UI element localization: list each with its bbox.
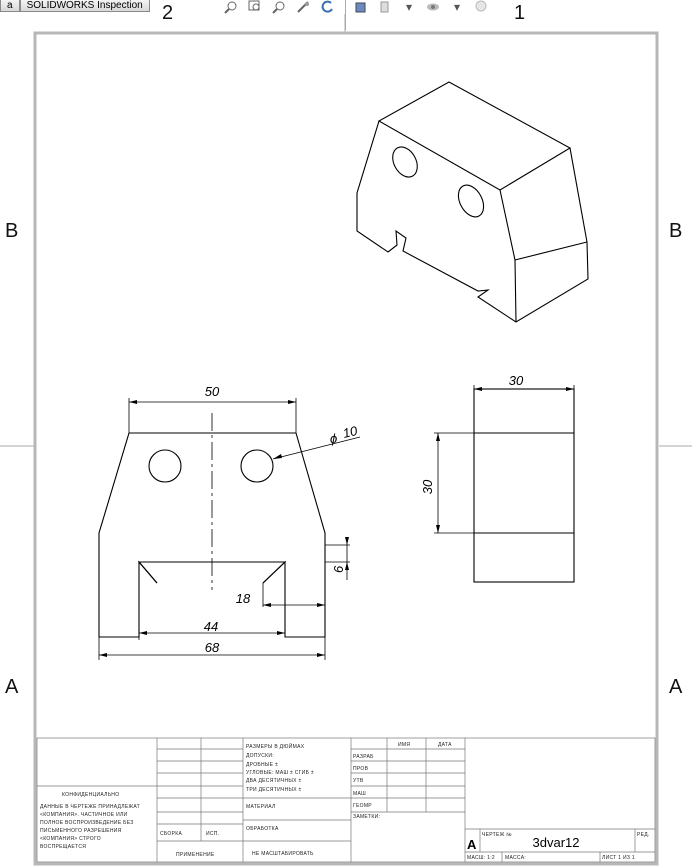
dim-side-width: 30 bbox=[509, 373, 524, 388]
heads-up-toolbar bbox=[222, 0, 336, 14]
zoom-fit-icon[interactable] bbox=[222, 0, 240, 14]
confidential-line-1: <КОМПАНИЯ>. ЧАСТИЧНОЕ ИЛИ bbox=[40, 812, 128, 818]
role-0: РАЗРАБ bbox=[353, 754, 374, 760]
title-block bbox=[36, 737, 656, 863]
rev-label: РЕД. bbox=[637, 832, 650, 838]
used-on-label: ИСП. bbox=[206, 831, 219, 837]
pan-icon[interactable] bbox=[294, 0, 312, 14]
confidential-line-2: ПОЛНОЕ ВОСПРОИЗВЕДЕНИЕ БЕЗ bbox=[40, 820, 134, 826]
confidential-line-0: ДАННЫЕ В ЧЕРТЕЖЕ ПРИНАДЛЕЖАТ bbox=[40, 804, 140, 810]
appearance-icon[interactable] bbox=[472, 0, 490, 14]
hide-show-icon[interactable] bbox=[424, 0, 442, 14]
role-3: МАШ bbox=[353, 791, 366, 797]
drawing-number: 3dvar12 bbox=[533, 835, 580, 850]
dimension-texts: 50 ϕ 10 6 18 44 68 30 30 bbox=[204, 373, 524, 655]
chevron-down-icon[interactable]: ▾ bbox=[405, 0, 413, 14]
note-3: УГЛОВЫЕ: МАШ ± СГИБ ± bbox=[246, 770, 314, 776]
assembly-label: СБОРКА bbox=[160, 831, 182, 837]
hole-feature-left bbox=[392, 146, 418, 178]
sheet-label: ЛИСТ 1 ИЗ 1 bbox=[602, 855, 635, 861]
role-1: ПРОВ bbox=[353, 766, 369, 772]
dim-side-height: 30 bbox=[420, 479, 435, 494]
confidential-title: КОНФИДЕНЦИАЛЬНО bbox=[62, 792, 119, 798]
dim-slot-width: 44 bbox=[204, 619, 218, 634]
size-label: ЧЕРТЕЖ № bbox=[482, 832, 512, 838]
isometric-view[interactable] bbox=[356, 81, 589, 323]
note-2: ДРОБНЫЕ ± bbox=[246, 762, 278, 768]
zone-label-right-a: A bbox=[669, 676, 683, 698]
zone-label-top-1: 1 bbox=[514, 2, 526, 24]
document-tabs: a SOLIDWORKS Inspection bbox=[0, 0, 150, 12]
tab-solidworks-inspection[interactable]: SOLIDWORKS Inspection bbox=[19, 0, 150, 12]
zoom-in-out-icon[interactable] bbox=[270, 0, 288, 14]
dim-hole-diameter: 10 bbox=[341, 423, 359, 441]
tab-previous[interactable]: a bbox=[0, 0, 20, 12]
hole-circle-right bbox=[240, 449, 274, 483]
sheet-border bbox=[33, 31, 659, 866]
zone-label-right-b: B bbox=[669, 220, 683, 242]
view-orientation-icon[interactable] bbox=[352, 0, 370, 14]
sheet-size: A bbox=[467, 837, 477, 852]
application-label: ПРИМЕНЕНИЕ bbox=[176, 852, 215, 858]
front-view[interactable] bbox=[98, 398, 361, 660]
hole-feature-right bbox=[457, 184, 485, 218]
role-2: УТВ bbox=[353, 778, 364, 784]
weight-label: МАССА: bbox=[505, 855, 526, 861]
chevron-down-icon[interactable]: ▾ bbox=[453, 0, 461, 14]
col-name: ИМЯ bbox=[398, 742, 410, 748]
confidential-line-4: <КОМПАНИЯ> СТРОГО bbox=[40, 836, 101, 842]
do-not-scale-label: НЕ МАСШТАБИРОВАТЬ bbox=[252, 851, 314, 857]
note-1: ДОПУСКИ: bbox=[246, 753, 274, 759]
display-toolbar: ▾ ▾ bbox=[352, 0, 490, 14]
title-block-texts: ИМЯ ДАТА РАЗМЕРЫ В ДЮЙМАХ ДОПУСКИ: ДРОБН… bbox=[40, 742, 650, 861]
dim-top-width: 50 bbox=[205, 384, 220, 399]
rotate-icon[interactable] bbox=[318, 0, 336, 14]
material-label: МАТЕРИАЛ bbox=[246, 804, 276, 810]
dimension-arrows bbox=[99, 400, 349, 657]
dim-slot-depth: 6 bbox=[331, 565, 346, 573]
dim-chamfer: 18 bbox=[236, 591, 251, 606]
confidential-line-5: ВОСПРЕЩАЕТСЯ bbox=[40, 844, 86, 850]
confidential-line-3: ПИСЬМЕННОГО РАЗРЕШЕНИЯ bbox=[40, 828, 122, 834]
col-date: ДАТА bbox=[438, 742, 452, 748]
zoom-area-icon[interactable] bbox=[246, 0, 264, 14]
side-view[interactable] bbox=[434, 385, 575, 583]
note-4: ДВА ДЕСЯТИЧНЫХ ± bbox=[246, 778, 302, 784]
note-0: РАЗМЕРЫ В ДЮЙМАХ bbox=[246, 742, 305, 750]
note-5: ТРИ ДЕСЯТИЧНЫХ ± bbox=[246, 787, 302, 793]
display-style-icon[interactable] bbox=[376, 0, 394, 14]
dimension-lines bbox=[98, 398, 361, 660]
role-5: ЗАМЕТКИ: bbox=[353, 814, 380, 820]
scale-label: МАСШ: 1:2 bbox=[467, 855, 495, 861]
finish-label: ОБРАБОТКА bbox=[246, 826, 279, 832]
dim-diameter-symbol: ϕ bbox=[330, 431, 337, 446]
role-4: ГЕОМР bbox=[353, 803, 372, 809]
dim-overall-width: 68 bbox=[205, 640, 220, 655]
zone-label-left-b: B bbox=[5, 220, 19, 242]
hole-circle-left bbox=[148, 449, 182, 483]
zone-label-top-2: 2 bbox=[162, 2, 174, 24]
zone-label-left-a: A bbox=[5, 676, 19, 698]
